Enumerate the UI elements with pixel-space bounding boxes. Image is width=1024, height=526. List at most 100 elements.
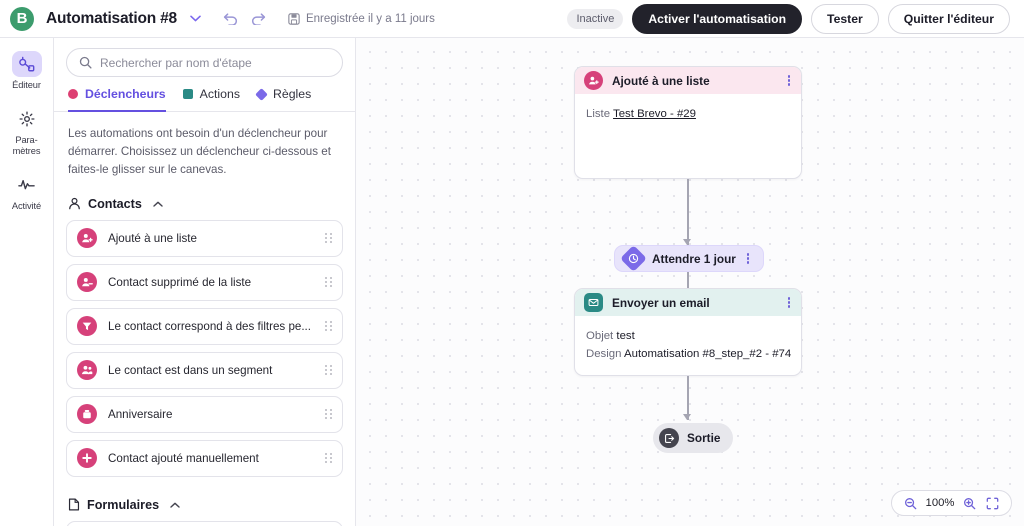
zoom-out-icon[interactable] [901, 494, 920, 513]
search-wrap [54, 38, 355, 77]
email-card-header: Envoyer un email [575, 289, 801, 316]
trigger-card[interactable]: Ajouté à une liste Liste Test Brevo - #2… [574, 66, 802, 179]
tab-regles[interactable]: Règles [255, 87, 312, 112]
wait-card[interactable]: Attendre 1 jour [614, 245, 764, 272]
chevron-down-icon[interactable] [187, 12, 204, 25]
person-minus-icon [77, 272, 97, 293]
email-subject-value: test [616, 330, 635, 342]
flow-node-wait[interactable]: Attendre 1 jour [614, 245, 764, 273]
clock-icon [620, 245, 647, 272]
trigger-card-title: Ajouté à une liste [612, 73, 710, 88]
cake-icon [77, 404, 97, 425]
tab-actions[interactable]: Actions [182, 87, 240, 112]
undo-icon[interactable] [220, 8, 242, 30]
flow-node-exit[interactable]: Sortie [653, 423, 734, 453]
group-header-contacts-label: Contacts [88, 196, 142, 211]
list-item[interactable]: Le contact correspond à des filtres pe..… [66, 307, 343, 345]
main-body: Éditeur Para-mètres Activité [0, 38, 1024, 526]
rail-item-editor[interactable]: Éditeur [2, 46, 52, 97]
list-item[interactable]: Ajouté à une liste [66, 219, 343, 257]
search-input[interactable] [100, 55, 330, 70]
list-item[interactable]: Contact ajouté manuellement [66, 439, 343, 477]
more-options-icon[interactable] [786, 72, 793, 89]
trigger-list-value[interactable]: Test Brevo - #29 [613, 108, 696, 120]
redo-icon[interactable] [248, 8, 270, 30]
more-options-icon[interactable] [786, 294, 793, 311]
chevron-up-icon [170, 502, 180, 508]
list-item-label: Ajouté à une liste [108, 231, 197, 245]
zoom-in-icon[interactable] [960, 494, 979, 513]
tab-regles-label: Règles [272, 87, 312, 101]
list-item-partial[interactable] [66, 520, 343, 526]
fit-screen-icon[interactable] [983, 494, 1002, 513]
brevo-logo[interactable]: B [10, 6, 34, 31]
saved-text: Enregistrée il y a 11 jours [305, 12, 435, 25]
logo-letter: B [16, 10, 28, 27]
drag-handle-icon[interactable] [325, 233, 332, 244]
filter-icon [77, 316, 97, 337]
connector-arrow-icon [683, 239, 691, 245]
more-options-icon[interactable] [745, 250, 752, 267]
list-item[interactable]: Le contact est dans un segment [66, 351, 343, 389]
left-rail: Éditeur Para-mètres Activité [0, 38, 54, 526]
person-plus-icon [77, 228, 97, 249]
exit-card-title: Sortie [687, 431, 721, 445]
person-plus-icon [584, 71, 603, 90]
zoom-level-value: 100% [925, 497, 955, 509]
list-item-label: Le contact est dans un segment [108, 363, 273, 377]
activate-automation-button[interactable]: Activer l'automatisation [632, 3, 803, 34]
rail-item-activity[interactable]: Activité [2, 167, 52, 218]
connector-arrow-icon [683, 414, 691, 420]
email-subject-label: Objet [586, 330, 614, 342]
drag-handle-icon[interactable] [325, 277, 332, 288]
status-badge: Inactive [567, 8, 624, 29]
connector-line [687, 179, 689, 245]
rail-item-editor-label: Éditeur [12, 80, 41, 90]
list-item[interactable]: Anniversaire [66, 395, 343, 433]
document-icon [68, 498, 80, 511]
list-item[interactable]: Contact supprimé de la liste [66, 263, 343, 301]
rail-item-settings[interactable]: Para-mètres [2, 101, 52, 163]
list-item-label: Contact supprimé de la liste [108, 275, 252, 289]
quit-editor-button[interactable]: Quitter l'éditeur [887, 3, 1010, 34]
email-design-row: Design Automatisation #8_step_#2 - #74 [586, 345, 792, 363]
action-swatch-icon [182, 89, 193, 99]
email-card[interactable]: Envoyer un email Objet test Design Autom… [574, 288, 802, 376]
tab-declencheurs-label: Déclencheurs [85, 87, 166, 101]
test-button[interactable]: Tester [811, 3, 879, 34]
trigger-card-header: Ajouté à une liste [575, 67, 801, 94]
plus-icon [77, 448, 97, 469]
rail-item-settings-label: Para-mètres [12, 134, 41, 156]
search-box[interactable] [66, 48, 343, 77]
flow-node-trigger[interactable]: Ajouté à une liste Liste Test Brevo - #2… [574, 66, 802, 179]
rule-swatch-icon [255, 87, 268, 101]
gear-icon [12, 106, 42, 132]
email-card-title: Envoyer un email [612, 295, 710, 310]
drag-handle-icon[interactable] [325, 453, 332, 464]
flow-canvas[interactable]: Ajouté à une liste Liste Test Brevo - #2… [356, 38, 1024, 526]
steps-panel: Déclencheurs Actions Règles Les automati… [54, 38, 356, 526]
save-icon [288, 12, 300, 25]
email-design-value: Automatisation #8_step_#2 - #74 [624, 348, 792, 361]
panel-description: Les automations ont besoin d'un déclench… [68, 127, 331, 176]
email-card-body: Objet test Design Automatisation #8_step… [575, 316, 801, 364]
flow-node-email[interactable]: Envoyer un email Objet test Design Autom… [574, 288, 802, 376]
exit-card[interactable]: Sortie [653, 423, 734, 453]
drag-handle-icon[interactable] [325, 321, 332, 332]
drag-handle-icon[interactable] [325, 409, 332, 420]
zoom-controls: 100% [891, 490, 1012, 516]
envelope-icon [584, 293, 603, 312]
undo-redo-group [220, 8, 270, 30]
tab-actions-label: Actions [199, 87, 240, 101]
editor-icon [11, 51, 42, 77]
group-header-contacts[interactable]: Contacts [66, 183, 343, 220]
email-design-label: Design [586, 348, 622, 361]
person-icon [68, 197, 81, 210]
top-bar-actions: Inactive Activer l'automatisation Tester… [567, 3, 1010, 34]
tab-declencheurs[interactable]: Déclencheurs [68, 87, 166, 112]
top-bar: B Automatisation #8 Enregistrée il y a 1… [0, 0, 1024, 38]
drag-handle-icon[interactable] [325, 365, 332, 376]
panel-scroll[interactable]: Les automations ont besoin d'un déclench… [54, 112, 355, 526]
group-header-formulaires[interactable]: Formulaires [66, 484, 343, 521]
